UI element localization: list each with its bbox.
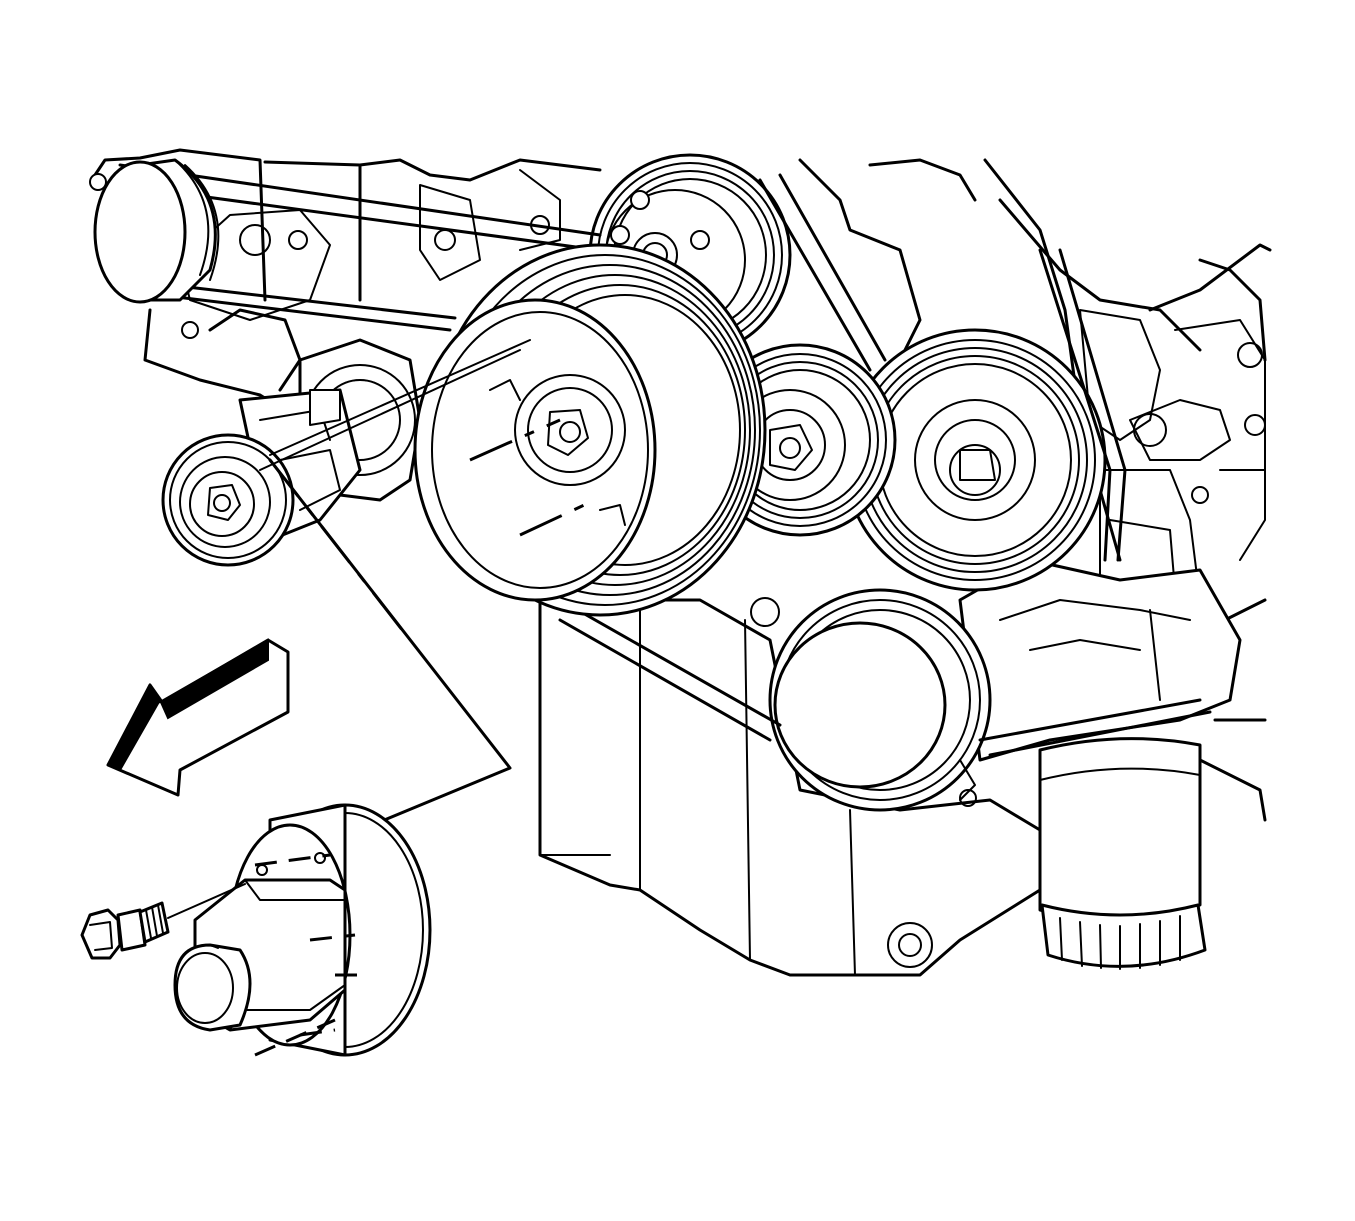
direction-arrow bbox=[106, 638, 290, 797]
upper-left-pulley bbox=[89, 158, 220, 304]
callout-lines bbox=[268, 458, 512, 832]
ac-compressor bbox=[768, 558, 1242, 812]
leader-lines bbox=[259, 339, 596, 537]
idler-pulley-detail bbox=[173, 803, 432, 1057]
oil-pan bbox=[538, 597, 1042, 977]
tensioner-pulley bbox=[161, 433, 295, 567]
bolt bbox=[80, 883, 246, 960]
drive-belt bbox=[116, 163, 1212, 757]
oil-filter bbox=[1038, 737, 1207, 970]
crankshaft-balancer bbox=[413, 243, 767, 617]
